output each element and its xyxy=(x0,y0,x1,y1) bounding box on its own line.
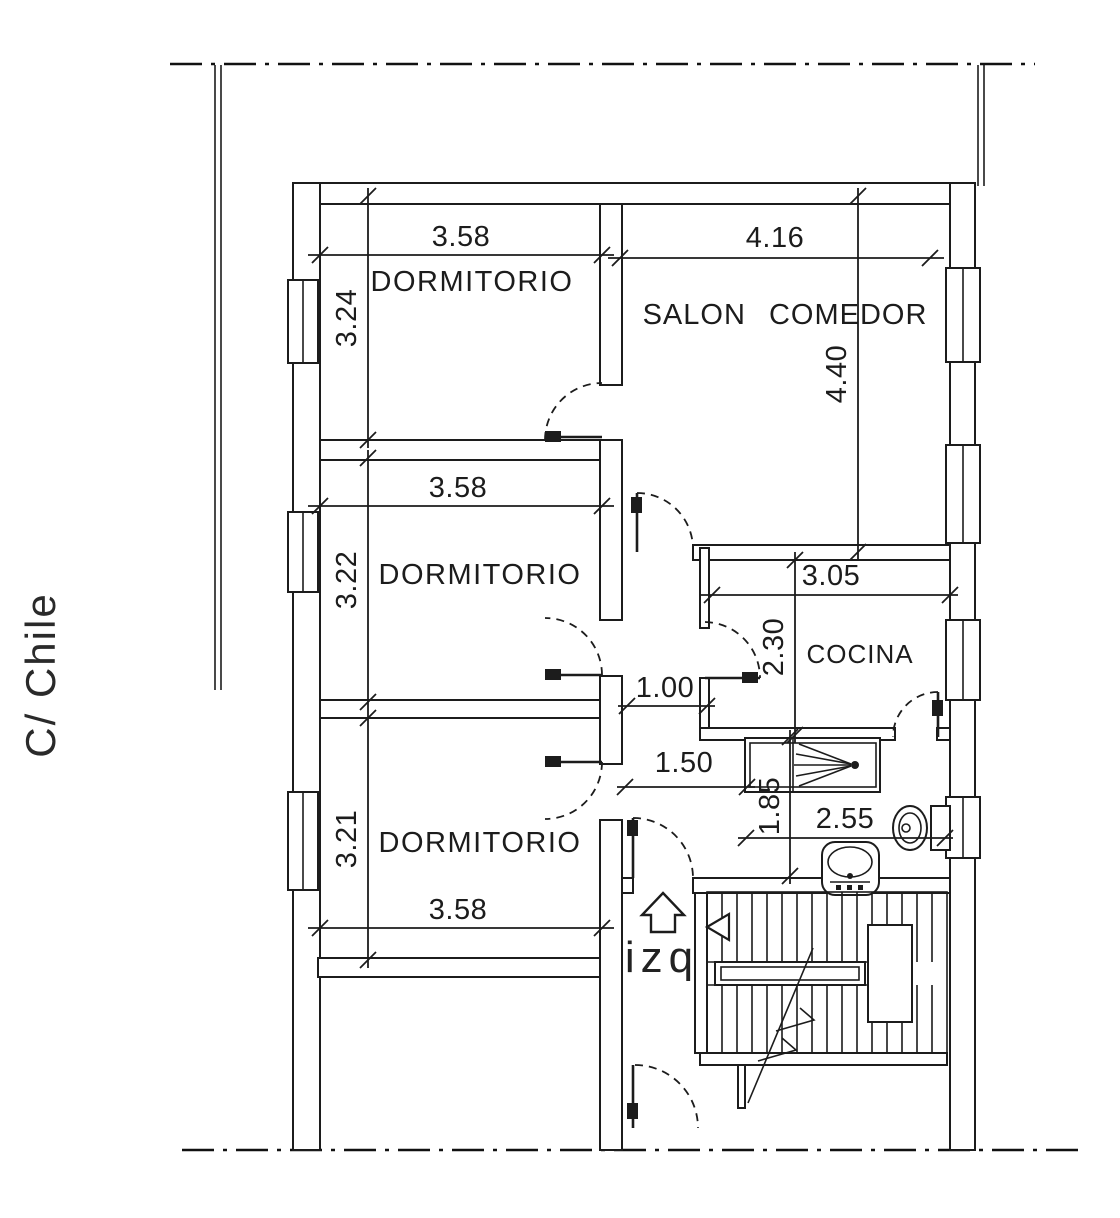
door-icons xyxy=(544,382,943,1129)
room-label-dormitorio-3: DORMITORIO xyxy=(379,827,582,859)
dim-dorm2-width xyxy=(308,497,614,515)
door-dormitorio3-icon xyxy=(544,756,603,820)
dimension-labels: 3.58 4.16 3.24 4.40 3.58 3.22 3.05 2.30 … xyxy=(331,221,874,926)
dim-dorm3-height xyxy=(359,709,377,969)
room-label-cocina: COCINA xyxy=(806,639,913,669)
sink-icon xyxy=(821,841,880,896)
dim-dorm1-width xyxy=(308,246,614,264)
window-icon xyxy=(287,791,319,891)
window-icon xyxy=(287,279,319,364)
door-dormitorio1-icon xyxy=(544,382,603,442)
dim-label-dorm2-width: 3.58 xyxy=(429,472,487,504)
dim-label-dorm1-width: 3.58 xyxy=(432,221,490,253)
staircase xyxy=(704,891,948,1104)
room-label-dormitorio-2: DORMITORIO xyxy=(379,559,582,591)
room-labels: DORMITORIO SALON COMEDOR DORMITORIO COCI… xyxy=(371,266,928,859)
dim-label-dorm3-height: 3.21 xyxy=(331,810,363,868)
dim-label-dorm2-height: 3.22 xyxy=(331,551,363,609)
window-icon xyxy=(945,444,981,544)
interior-walls xyxy=(317,203,951,1151)
door-cocina-icon xyxy=(704,621,761,683)
dim-label-cocina-height: 2.30 xyxy=(758,618,790,676)
bathroom-fixtures xyxy=(744,737,951,896)
dim-cocina-width xyxy=(700,586,959,604)
street-label: C/ Chile xyxy=(17,592,64,757)
door-entry-icon xyxy=(627,1064,699,1129)
door-dormitorio2-icon xyxy=(544,617,603,680)
dim-bath-width xyxy=(737,829,954,847)
window-icon xyxy=(945,267,981,363)
entry-up-arrow-icon xyxy=(639,891,687,934)
dim-label-passage-width: 1.50 xyxy=(655,747,713,779)
lot-boundary-lines xyxy=(170,62,1085,1152)
dim-passage-width xyxy=(616,778,756,796)
toilet-icon xyxy=(892,805,951,851)
dim-hall-width xyxy=(618,697,716,715)
door-bath-kitchen-icon xyxy=(892,691,943,738)
dim-label-salon-height: 4.40 xyxy=(821,345,853,403)
dim-bath-height xyxy=(781,728,799,885)
dim-label-hall-width: 1.00 xyxy=(636,672,694,704)
dimension-lines xyxy=(308,187,959,969)
room-label-dormitorio-1: DORMITORIO xyxy=(371,266,574,298)
entry-label: izq xyxy=(625,933,699,982)
entry-marker: izq xyxy=(625,891,699,982)
dim-salon-height xyxy=(849,187,867,561)
dim-dorm3-width xyxy=(308,919,614,937)
window-icons xyxy=(287,267,981,891)
stair-direction-line xyxy=(747,947,816,1104)
dim-label-cocina-width: 3.05 xyxy=(802,560,860,592)
window-icon xyxy=(945,796,981,859)
shower-icon xyxy=(744,737,881,793)
door-bathroom-icon xyxy=(627,817,694,879)
dim-label-bath-height: 1.85 xyxy=(754,777,786,835)
door-salon-icon xyxy=(631,492,694,552)
dim-label-dorm3-width: 3.58 xyxy=(429,894,487,926)
stairwell-void xyxy=(867,924,913,1023)
stair-handrail xyxy=(714,961,866,986)
window-icon xyxy=(945,619,981,701)
dim-label-bath-width: 2.55 xyxy=(816,803,874,835)
dim-dorm2-height xyxy=(359,449,377,711)
window-icon xyxy=(287,511,319,593)
dim-dorm1-height xyxy=(359,187,377,449)
dim-label-salon-width: 4.16 xyxy=(746,222,804,254)
room-label-salon-comedor: SALON COMEDOR xyxy=(643,299,928,331)
stair-arrow-icon xyxy=(704,912,731,942)
dim-label-dorm1-height: 3.24 xyxy=(331,289,363,347)
dim-salon-width xyxy=(608,249,944,267)
